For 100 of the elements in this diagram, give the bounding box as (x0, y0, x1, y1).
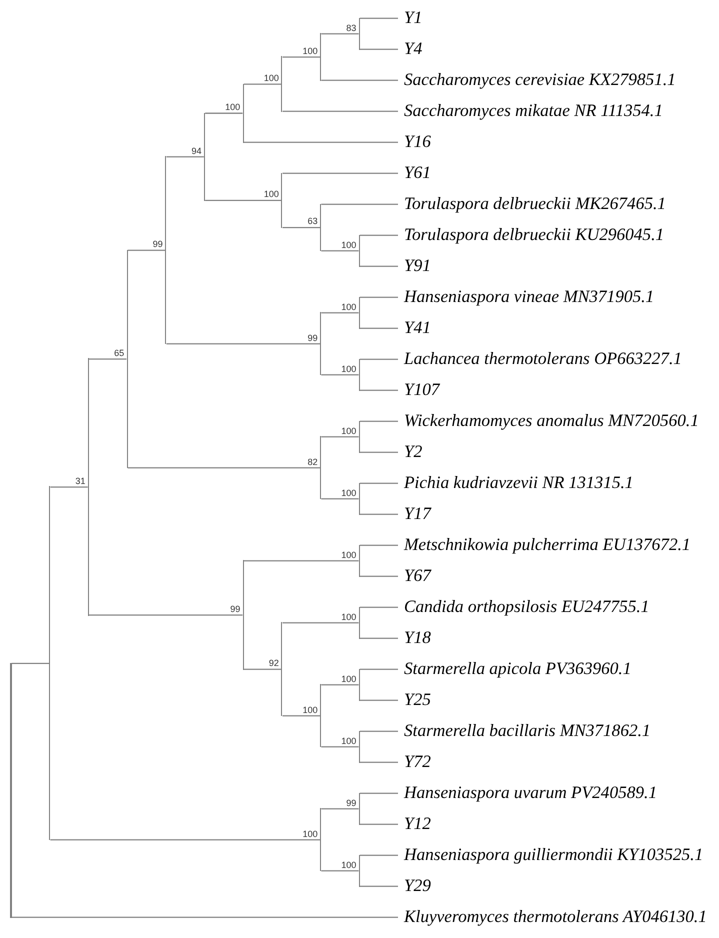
junction-line (358, 854, 360, 887)
taxon-label: Y18 (404, 628, 431, 648)
branch-line (321, 684, 359, 686)
taxon-label: Y2 (404, 442, 422, 462)
branch-line (321, 498, 359, 500)
taxon-label: Y29 (404, 876, 431, 896)
bootstrap-value: 63 (308, 216, 318, 226)
junction-line (49, 486, 50, 840)
junction-line (320, 684, 322, 748)
branch-line (321, 374, 359, 376)
junction-line (165, 156, 166, 344)
junction-line (281, 172, 282, 228)
bootstrap-value: 100 (341, 426, 356, 436)
branch-line (89, 614, 243, 616)
taxon-label: Y4 (404, 39, 422, 60)
junction-line (320, 808, 322, 872)
bootstrap-value: 100 (341, 550, 356, 560)
branch-line (360, 358, 398, 360)
junction-line (320, 436, 322, 500)
taxon-label: Saccharomyces cerevisiae KX279851.1 (404, 70, 676, 90)
branch-line (360, 452, 398, 453)
bootstrap-value: 83 (346, 22, 356, 32)
branch-line (282, 110, 398, 112)
branch-line (12, 916, 398, 918)
taxon-label: Starmerella bacillaris MN371862.1 (404, 721, 651, 742)
junction-line (358, 234, 360, 267)
junction-line (242, 84, 244, 143)
taxon-label: Y25 (404, 690, 431, 710)
bootstrap-value: 100 (225, 102, 240, 112)
junction-line (358, 606, 360, 639)
branch-line (282, 172, 398, 174)
branch-line (205, 112, 243, 114)
taxon-label: Y1 (404, 8, 422, 28)
taxon-label: Y91 (404, 256, 431, 276)
branch-line (360, 514, 398, 515)
branch-line (321, 33, 359, 34)
junction-line (126, 250, 128, 468)
taxon-label: Torulaspora delbrueckii MK267465.1 (404, 194, 666, 214)
branch-line (244, 668, 282, 670)
branch-line (50, 839, 320, 840)
branch-line (89, 358, 126, 360)
branch-line (50, 486, 88, 488)
junction-line (358, 668, 360, 701)
branch-line (360, 234, 398, 236)
taxon-label: Y72 (404, 752, 431, 772)
branch-line (360, 700, 398, 701)
branch-line (166, 156, 204, 158)
junction-line (358, 730, 360, 763)
junction-line (281, 56, 282, 112)
bootstrap-value: 82 (308, 456, 318, 466)
branch-line (360, 730, 398, 732)
taxon-label: Y61 (404, 163, 431, 184)
bootstrap-value: 65 (114, 348, 124, 358)
junction-line (358, 482, 360, 515)
taxon-label: Torulaspora delbrueckii KU296045.1 (404, 225, 664, 246)
bootstrap-value: 94 (191, 146, 202, 156)
bootstrap-value: 100 (302, 828, 318, 838)
taxon-label: Hanseniaspora vineae MN371905.1 (404, 287, 654, 308)
branch-line (128, 467, 320, 468)
branch-line (321, 436, 359, 438)
junction-line (320, 312, 322, 376)
bootstrap-value: 100 (341, 240, 356, 250)
branch-line (360, 482, 398, 484)
branch-line (282, 622, 359, 624)
bootstrap-value: 100 (341, 364, 356, 374)
bootstrap-value: 92 (268, 658, 279, 668)
taxon-label: Y67 (404, 566, 431, 586)
taxon-label: Saccharomyces mikatae NR 111354.1 (404, 101, 663, 122)
junction-line (358, 296, 360, 329)
branch-line (282, 715, 320, 716)
bootstrap-value: 99 (152, 239, 163, 250)
branch-line (321, 746, 359, 748)
branch-line (128, 250, 166, 251)
branch-line (360, 296, 398, 298)
bootstrap-value: 100 (264, 189, 279, 200)
branch-line (360, 266, 398, 267)
junction-line (320, 33, 322, 81)
junction-line (88, 358, 89, 616)
branch-line (244, 84, 282, 85)
branch-line (360, 854, 398, 856)
junction-line (358, 358, 360, 391)
branch-line (282, 56, 320, 58)
branch-line (360, 328, 398, 329)
branch-line (360, 792, 398, 794)
branch-line (244, 142, 398, 143)
junction-line (358, 792, 360, 825)
junction-line (242, 560, 244, 670)
branch-line (360, 576, 398, 577)
branch-line (282, 226, 320, 228)
branch-line (321, 870, 359, 872)
bootstrap-value: 100 (341, 860, 356, 870)
branch-line (321, 80, 398, 81)
junction-line (320, 204, 322, 252)
taxon-label: Y12 (404, 814, 431, 834)
branch-line (360, 886, 398, 887)
taxon-label: Metschnikowia pulcherrima EU137672.1 (404, 535, 691, 556)
branch-line (360, 48, 398, 50)
branch-line (321, 312, 359, 314)
bootstrap-value: 99 (230, 604, 240, 614)
junction-line (204, 112, 206, 201)
